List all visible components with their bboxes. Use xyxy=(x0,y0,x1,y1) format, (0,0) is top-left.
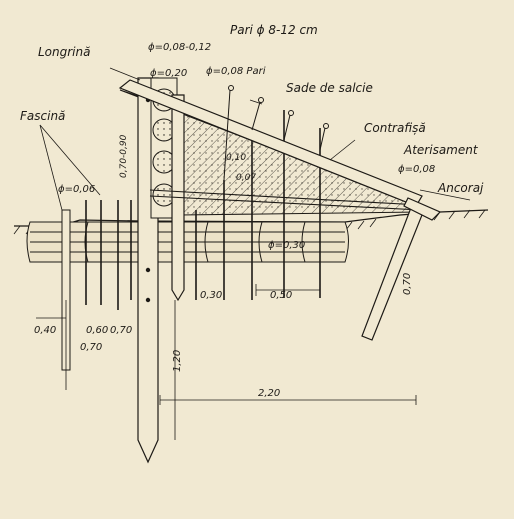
label-fascina: Fascină xyxy=(20,109,65,123)
label-dim-007: 0,07 xyxy=(236,173,256,183)
label-sade-de-salcie: Sade de salcie xyxy=(286,81,373,95)
label-dim-060: 0,60 xyxy=(86,325,108,336)
label-contrafisa: Contrafișă xyxy=(364,121,426,135)
label-phi-008-pari: ϕ=0,08 Pari xyxy=(206,66,266,77)
label-pari-title: Pari ϕ 8-12 cm xyxy=(230,23,318,37)
label-dim-040: 0,40 xyxy=(34,325,56,336)
anchor-stake xyxy=(361,197,442,341)
label-phi-020: ϕ=0,20 xyxy=(150,68,187,79)
willow-sticks xyxy=(223,85,329,181)
fascine-bundles xyxy=(26,221,349,263)
label-dim-070-anchor: 0,70 xyxy=(402,273,413,295)
tie-rod xyxy=(149,189,421,211)
label-longrina: Longrină xyxy=(38,45,90,59)
label-dim-050: 0,50 xyxy=(270,290,292,301)
label-phi-006: ϕ=0,06 xyxy=(58,184,95,195)
label-dim-070-b: 0,70 xyxy=(80,342,102,353)
label-phi-008-012: ϕ=0,08-0,12 xyxy=(148,42,211,53)
label-dim-010: 0,10 xyxy=(226,153,246,163)
label-phi-030: ϕ=0,30 xyxy=(268,240,305,251)
contrafisa-strut xyxy=(118,79,423,207)
label-dim-070-090: 0,70-0,90 xyxy=(119,134,129,178)
dimension-lines xyxy=(36,67,471,440)
label-ancoraj: Ancoraj xyxy=(437,181,484,195)
label-dim-030: 0,30 xyxy=(200,290,222,301)
label-aterisament: Aterisament xyxy=(403,143,479,157)
label-dim-120: 1,20 xyxy=(172,350,183,372)
label-dim-070-a: 0,70 xyxy=(110,325,132,336)
label-dim-220: 2,20 xyxy=(258,388,280,399)
label-phi-008: ϕ=0,08 xyxy=(398,164,435,175)
